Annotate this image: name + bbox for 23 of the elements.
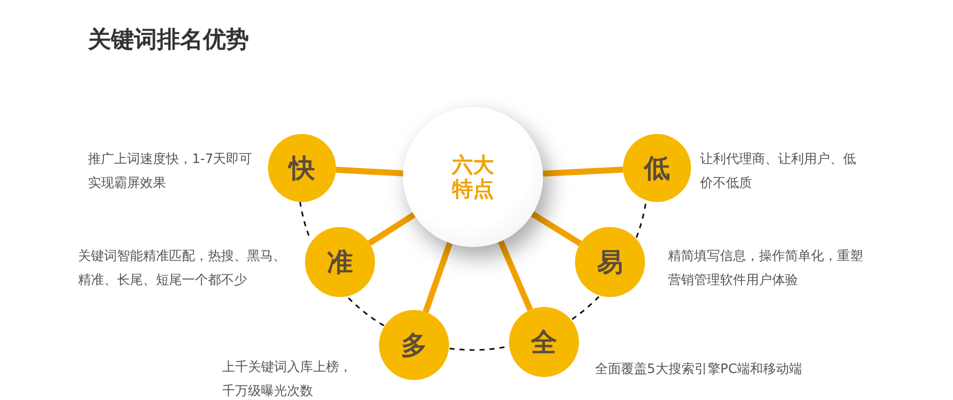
description-text: 精简填写信息，操作简单化，重塑营销管理软件用户体验: [668, 248, 863, 290]
connector-line: [498, 240, 533, 312]
connector-line: [542, 166, 624, 177]
connector-line: [336, 166, 404, 176]
connector-line: [368, 212, 416, 246]
description-text: 关键词智能精准匹配，热搜、黑马、精准、长尾、短尾一个都不少: [78, 248, 287, 290]
center-label: 六大特点: [450, 152, 495, 202]
connector-line: [530, 211, 582, 246]
dashed-connector: [572, 296, 600, 320]
feature-label: 易: [597, 246, 623, 280]
description-text: 让利代理商、让利用户、低价不低质: [700, 151, 857, 193]
feature-label: 快: [289, 152, 315, 186]
feature-label: 低: [644, 152, 670, 186]
feature-label: 全: [531, 326, 557, 360]
description-text: 上千关键词入库上榜，千万级曝光次数: [222, 359, 353, 400]
title: 关键词排名优势: [88, 26, 249, 55]
description-text: 全面覆盖5大搜索引擎PC端和移动端: [595, 361, 804, 379]
connector-line: [422, 242, 453, 313]
dashed-connector: [348, 297, 384, 326]
feature-label: 准: [327, 246, 353, 280]
description-text: 推广上词速度快，1-7天即可实现霸屏效果: [88, 151, 254, 193]
feature-label: 多: [401, 330, 427, 362]
dashed-connector: [636, 202, 647, 238]
